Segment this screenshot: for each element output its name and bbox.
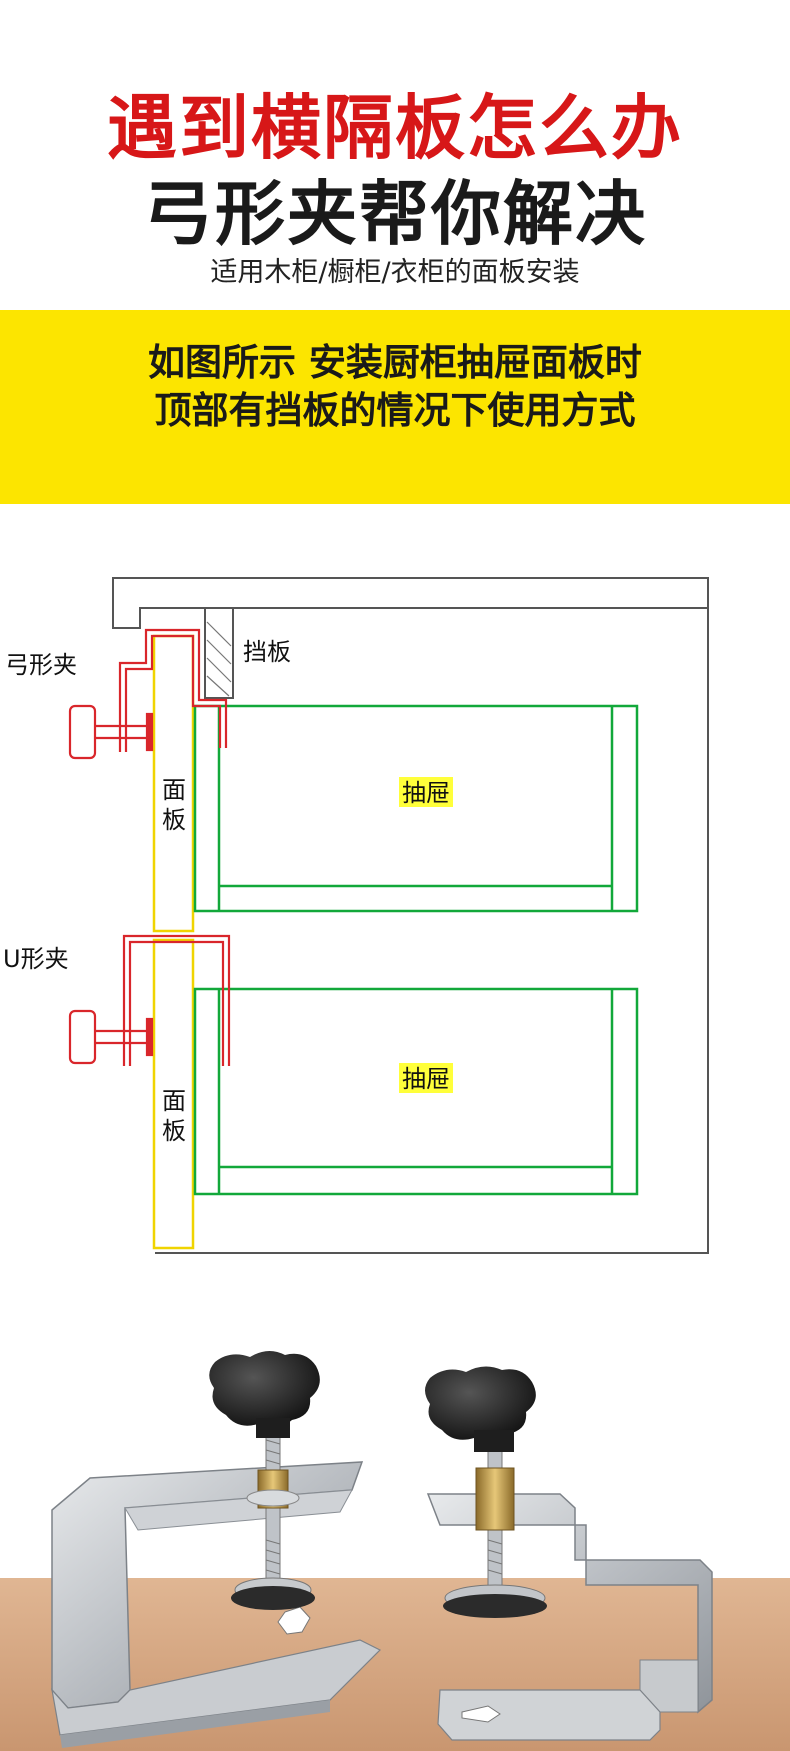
bow-clamp-drawing <box>68 628 228 760</box>
banner-line-1: 如图所示 安装厨柜抽屉面板时 <box>148 341 642 384</box>
drawer-label-highlight <box>399 1063 453 1093</box>
drawer-label-highlight <box>399 777 453 807</box>
u-clamp-product <box>425 1366 713 1741</box>
drawers <box>193 704 639 1196</box>
headline-title: 遇到横隔板怎么办 <box>107 87 683 169</box>
yellow-banner <box>0 310 790 504</box>
cabinet-frame <box>112 577 709 1254</box>
bow-clamp-label: 弓形夹 <box>5 651 77 679</box>
baffle-label: 挡板 <box>243 638 291 666</box>
u-clamp-label: U形夹 <box>3 945 69 973</box>
headline-subtitle: 弓形夹帮你解决 <box>143 173 647 255</box>
panel-label-char1: 面 <box>162 776 186 804</box>
product-photo <box>0 1350 790 1751</box>
drawer-label: 抽屉 <box>402 1065 450 1093</box>
usage-caption: 适用木柜/橱柜/衣柜的面板安装 <box>210 257 580 288</box>
panel-label-char1: 面 <box>162 1087 186 1115</box>
u-clamp-drawing <box>68 934 231 1066</box>
panel-label-char2: 板 <box>162 806 186 834</box>
bow-clamp-product <box>51 1350 382 1748</box>
baffle <box>204 607 234 699</box>
drawer-label: 抽屉 <box>402 779 450 807</box>
banner-line-2: 顶部有挡板的情况下使用方式 <box>154 389 636 432</box>
panel-label-char2: 板 <box>162 1117 186 1145</box>
